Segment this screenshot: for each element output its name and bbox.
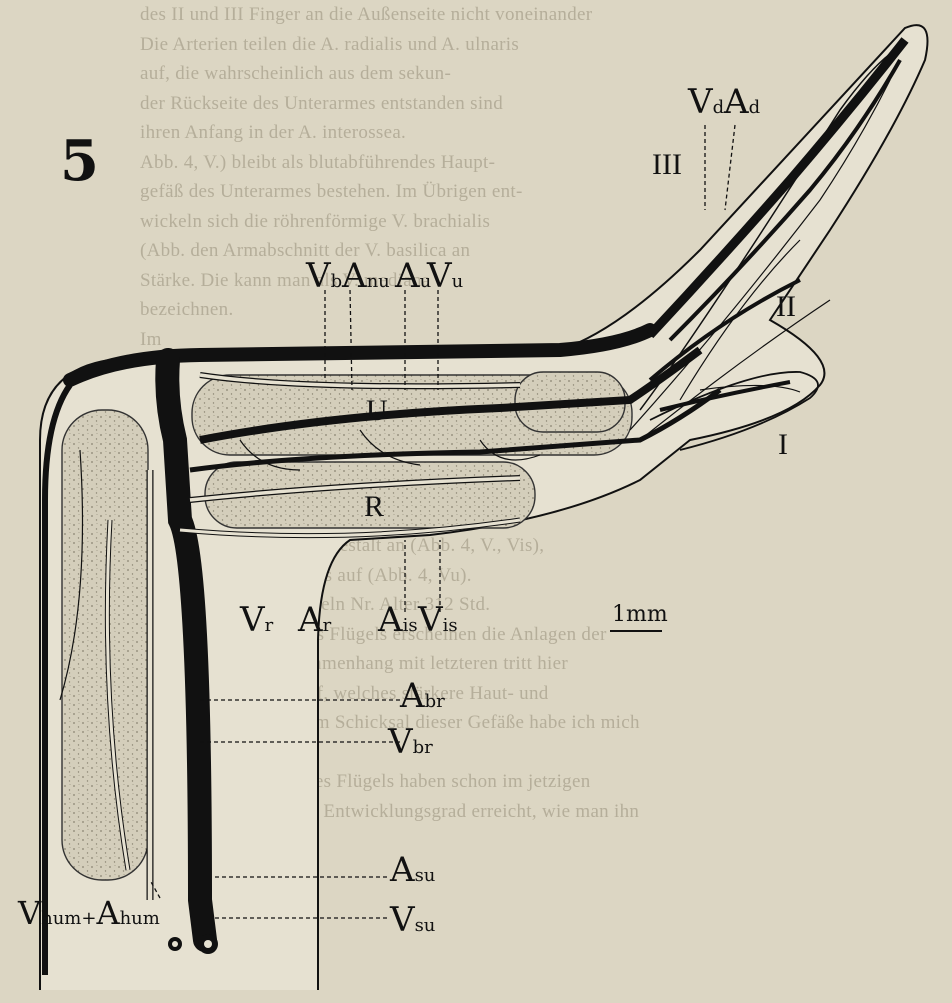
label-arteria-ulnaris: Au: [395, 256, 431, 296]
label-vena-brachialis: Vbr: [388, 722, 433, 762]
label-vena-basilica: Vb: [306, 256, 342, 296]
label-digit-one: I: [778, 428, 788, 462]
label-arteria-nervi-ulnaris: Anu: [342, 256, 390, 296]
label-radius: R: [364, 490, 384, 524]
label-arteria-subclavia: Asu: [390, 850, 435, 890]
scale-label: 1mm: [612, 602, 668, 627]
label-arteria-interossea: Ais: [378, 600, 418, 640]
label-vena-interossea: Vis: [418, 600, 458, 640]
label-arteria-brachialis: Abr: [400, 676, 445, 716]
label-ulna: U: [366, 394, 388, 428]
label-vena-digitalis: Vd: [688, 82, 724, 122]
label-humeral-vessels: Vhum+Ahum: [18, 894, 160, 932]
label-arteria-radialis: Ar: [298, 600, 331, 640]
humerus-cartilage: [62, 410, 148, 880]
label-vena-ulnaris: Vu: [427, 256, 463, 296]
label-arteria-digitalis: Ad: [724, 82, 760, 122]
figure-number: 5: [60, 128, 99, 194]
label-vena-radialis: Vr: [240, 600, 273, 640]
label-digit-two: II: [776, 290, 796, 324]
label-digit-three: III: [652, 148, 682, 182]
label-vena-subclavia: Vsu: [390, 900, 435, 940]
